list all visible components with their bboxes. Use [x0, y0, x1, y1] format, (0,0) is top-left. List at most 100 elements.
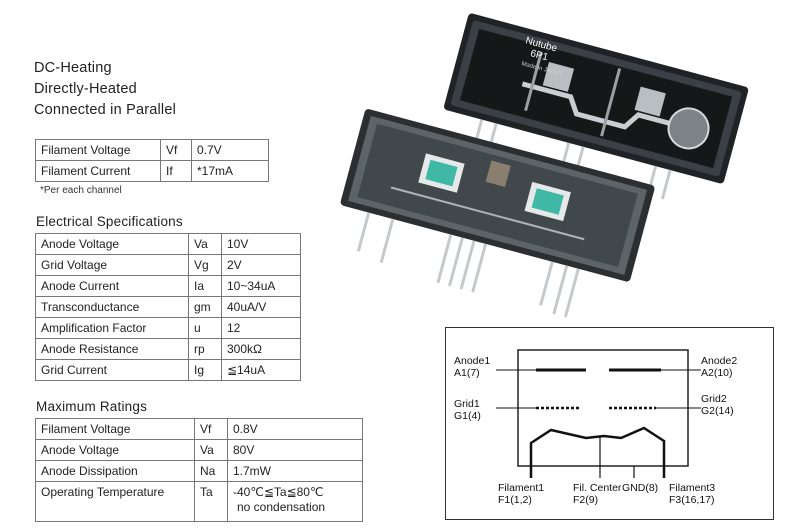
param-value: 1.7mW [227, 460, 363, 482]
param-name: Anode Current [35, 275, 189, 297]
param-value: *17mA [191, 160, 269, 182]
param-symbol: Va [188, 233, 222, 255]
param-value-note: no condensation [237, 500, 326, 514]
maximum-ratings-table: Filament Voltage Vf 0.8V Anode Voltage V… [35, 418, 363, 522]
table-row: Grid Voltage Vg 2V [35, 254, 301, 276]
param-symbol: gm [188, 296, 222, 318]
param-value: 40uA/V [221, 296, 301, 318]
param-symbol: Va [194, 439, 228, 461]
nutube-device-bottom [340, 109, 655, 318]
grid2-pin: G2(14) [701, 405, 734, 417]
table-row: Anode Voltage Va 80V [35, 439, 363, 461]
table-row: Anode Resistance rp 300kΩ [35, 338, 301, 360]
fil-center-name: Fil. Center [573, 482, 622, 494]
param-value: 12 [221, 317, 301, 339]
filament1-label: Filament1 F1(1,2) [498, 482, 544, 506]
param-name: Anode Resistance [35, 338, 189, 360]
grid1-pin: G1(4) [454, 410, 481, 422]
getter-disc [667, 107, 710, 150]
param-value: 0.8V [227, 418, 363, 440]
gnd-name: GND(8) [622, 482, 659, 494]
phosphor-anode-1 [425, 159, 458, 187]
param-name: Grid Current [35, 359, 189, 381]
filament-table: Filament Voltage Vf 0.7V Filament Curren… [35, 139, 269, 182]
param-symbol: If [160, 160, 192, 182]
param-name: Filament Current [35, 160, 161, 182]
param-symbol: Vf [160, 139, 192, 161]
anode1-pin: A1(7) [454, 367, 480, 379]
table-row: Anode Voltage Va 10V [35, 233, 301, 255]
param-symbol: Ta [194, 481, 228, 522]
filament3-name: Filament3 [669, 482, 716, 494]
param-symbol: Vf [194, 418, 228, 440]
param-name: Filament Voltage [35, 139, 161, 161]
inner-board [460, 28, 733, 169]
param-symbol: Ia [188, 275, 222, 297]
param-symbol: rp [188, 338, 222, 360]
table-row: Anode Dissipation Na 1.7mW [35, 460, 363, 482]
title-line-2: Directly-Heated [34, 81, 137, 97]
param-name: Filament Voltage [35, 418, 195, 440]
grid1-name: Grid1 [454, 398, 480, 410]
filament1-name: Filament1 [498, 482, 545, 494]
table-row: Transconductance gm 40uA/V [35, 296, 301, 318]
param-value: ≦14uA [221, 359, 301, 381]
table-row: Amplification Factor u 12 [35, 317, 301, 339]
electrical-specs-title: Electrical Specifications [36, 214, 183, 229]
filament3-label: Filament3 F3(16,17) [669, 482, 715, 506]
title-line-1: DC-Heating [34, 60, 112, 76]
table-row: Anode Current Ia 10~34uA [35, 275, 301, 297]
fil-center-pin: F2(9) [573, 494, 599, 506]
getter [485, 160, 511, 187]
param-name: Operating Temperature [35, 481, 195, 522]
pin-diagram: Anode1 A1(7) Anode2 A2(10) Grid1 G1(4) G… [445, 327, 774, 520]
param-value: 10~34uA [221, 275, 301, 297]
filament1-pin: F1(1,2) [498, 494, 532, 506]
param-value: 80V [227, 439, 363, 461]
param-symbol: u [188, 317, 222, 339]
param-symbol: Ig [188, 359, 222, 381]
param-name: Anode Voltage [35, 233, 189, 255]
model-line-2: 6P1 [529, 48, 549, 63]
anode2-pin: A2(10) [701, 367, 733, 379]
table-row: Grid Current Ig ≦14uA [35, 359, 301, 381]
param-symbol: Vg [188, 254, 222, 276]
param-name: Amplification Factor [35, 317, 189, 339]
param-symbol: Na [194, 460, 228, 482]
table-row: Filament Voltage Vf 0.7V [35, 139, 269, 161]
grid1-label: Grid1 G1(4) [454, 398, 481, 422]
pin-diagram-schematic [496, 349, 701, 478]
filament3-pin: F3(16,17) [669, 494, 715, 506]
title-block: DC-Heating Directly-Heated Connected in … [34, 58, 176, 121]
nutube-device-top: KORG Nutube 6P1 Made in JAPAN [444, 8, 749, 200]
fil-center-label: Fil. Center F2(9) [573, 482, 621, 506]
phosphor-anode-2 [531, 188, 564, 215]
param-value-cell: -40℃≦Ta≦80℃ no condensation [227, 481, 363, 522]
param-name: Anode Voltage [35, 439, 195, 461]
param-value: 300kΩ [221, 338, 301, 360]
param-name: Anode Dissipation [35, 460, 195, 482]
grid2-name: Grid2 [701, 393, 727, 405]
param-name: Transconductance [35, 296, 189, 318]
param-value: 2V [221, 254, 301, 276]
maximum-ratings-title: Maximum Ratings [36, 399, 148, 414]
anode1-name: Anode1 [454, 355, 491, 367]
table-row: Filament Current If *17mA [35, 160, 269, 182]
grid2-label: Grid2 G2(14) [701, 393, 734, 417]
param-value: 10V [221, 233, 301, 255]
electrode-pad [634, 86, 666, 117]
per-channel-note: *Per each channel [40, 185, 122, 196]
electrode-pad [542, 62, 575, 92]
electrical-specs-table: Anode Voltage Va 10V Grid Voltage Vg 2V … [35, 233, 301, 381]
param-name: Grid Voltage [35, 254, 189, 276]
anode2-name: Anode2 [701, 355, 738, 367]
gnd-label: GND(8) [622, 482, 658, 494]
param-value: -40℃≦Ta≦80℃ [233, 485, 324, 499]
table-row: Filament Voltage Vf 0.8V [35, 418, 363, 440]
anode2-label: Anode2 A2(10) [701, 355, 737, 379]
anode1-label: Anode1 A1(7) [454, 355, 490, 379]
title-line-3: Connected in Parallel [34, 102, 177, 118]
filament [529, 426, 666, 478]
korg-logo: KORG [507, 8, 536, 25]
table-row: Operating Temperature Ta -40℃≦Ta≦80℃ no … [35, 481, 363, 522]
